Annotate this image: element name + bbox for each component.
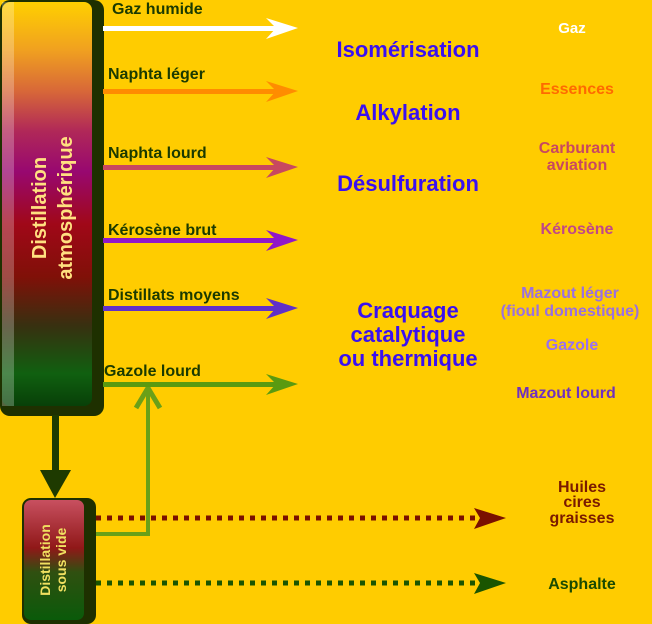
vacuum-title-line2: sous vide (53, 528, 69, 593)
process-label: Alkylation (355, 100, 460, 125)
product-label: Mazout léger (521, 285, 619, 302)
process-label: Désulfuration (337, 171, 479, 196)
recycle-arrow-icon (96, 383, 163, 536)
arrow-head-icon (266, 230, 298, 251)
product-label: Carburant (539, 140, 616, 157)
arrow-head-icon (266, 18, 298, 39)
product-label: Mazout lourd (516, 385, 616, 402)
vacuum-product-label: cires (563, 494, 600, 511)
vacuum-product-label: graisses (550, 510, 615, 527)
vacuum-distillation-column: Distillation sous vide (22, 498, 96, 624)
fraction-arrow: Naphta lourd (103, 145, 298, 178)
column-title-line2: atmosphérique (55, 136, 77, 279)
fraction-arrow: Gaz humide (103, 1, 298, 39)
arrow-head-icon (266, 81, 298, 102)
fraction-label: Naphta lourd (108, 145, 207, 162)
product-label: Kérosène (541, 221, 614, 238)
fraction-arrow: Kérosène brut (103, 222, 298, 251)
atmospheric-distillation-column: Distillation atmosphérique (0, 0, 104, 416)
product-label: aviation (547, 157, 607, 174)
fraction-arrow: Gazole lourd (103, 363, 298, 395)
fraction-label: Distillats moyens (108, 287, 240, 304)
process-label: Craquage (357, 298, 458, 323)
fraction-label: Kérosène brut (108, 222, 217, 239)
fraction-label: Naphta léger (108, 66, 205, 83)
fraction-label: Gazole lourd (104, 363, 201, 380)
arrow-head-icon (266, 298, 298, 319)
fraction-label: Gaz humide (112, 1, 203, 18)
arrow-head-icon (266, 374, 298, 395)
fraction-arrow: Distillats moyens (103, 287, 298, 319)
process-label: ou thermique (338, 346, 477, 371)
arrow-head-icon (266, 157, 298, 178)
down-arrow-icon (40, 415, 71, 498)
product-label: Essences (540, 81, 614, 98)
column-title-line1: Distillation (29, 157, 51, 259)
process-label: catalytique (351, 322, 466, 347)
product-label: Gazole (546, 337, 599, 354)
product-label: Gaz (558, 20, 586, 37)
vacuum-title-line1: Distillation (37, 524, 53, 596)
process-label: Isomérisation (336, 37, 479, 62)
fraction-arrow: Naphta léger (103, 66, 298, 102)
product-label: (fioul domestique) (501, 303, 640, 320)
oils-arrow-icon (96, 508, 506, 529)
vacuum-product-label: Asphalte (548, 576, 616, 593)
vacuum-product-label: Huiles (558, 479, 606, 496)
asphalt-arrow-icon (96, 573, 506, 594)
